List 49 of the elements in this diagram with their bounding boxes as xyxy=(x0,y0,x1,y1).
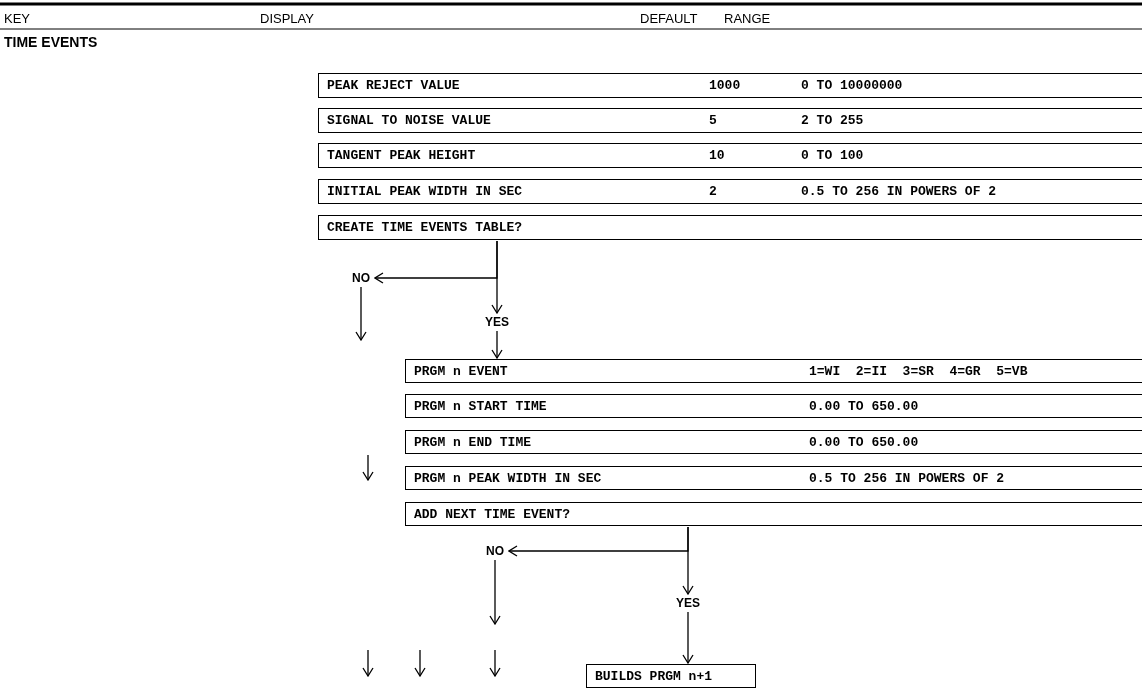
default-value: 1000 xyxy=(709,78,741,93)
arrow xyxy=(489,559,501,625)
prompt-text: BUILDS PRGM n+1 xyxy=(595,669,713,684)
prompt-text: CREATE TIME EVENTS TABLE? xyxy=(327,220,523,235)
display-row-box xyxy=(405,359,1142,383)
range-value: 2 TO 255 xyxy=(801,113,864,128)
display-row-box xyxy=(405,394,1142,418)
prompt-text: INITIAL PEAK WIDTH IN SEC xyxy=(327,184,523,199)
display-row-box xyxy=(405,430,1142,454)
section-heading: TIME EVENTS xyxy=(4,34,98,50)
display-row-box xyxy=(405,502,1142,526)
prompt-text: SIGNAL TO NOISE VALUE xyxy=(327,113,491,128)
prompt-text: PEAK REJECT VALUE xyxy=(327,78,460,93)
prompt-text: TANGENT PEAK HEIGHT xyxy=(327,148,476,163)
branch-label: YES xyxy=(675,595,701,611)
branch-label: NO xyxy=(482,543,508,559)
display-row-box xyxy=(318,179,1142,204)
prompt-text: PRGM n START TIME xyxy=(414,399,547,414)
range-value: 0.5 TO 256 IN POWERS OF 2 xyxy=(801,184,997,199)
arrow xyxy=(355,286,367,341)
default-value: 10 xyxy=(709,148,725,163)
prompt-text: PRGM n PEAK WIDTH IN SEC xyxy=(414,471,602,486)
range-value: 0.00 TO 650.00 xyxy=(809,399,919,414)
display-row-box xyxy=(318,143,1142,168)
prompt-text: PRGM n END TIME xyxy=(414,435,532,450)
arrow xyxy=(682,611,694,664)
range-value: 0 TO 10000000 xyxy=(801,78,903,93)
column-heading: DEFAULT xyxy=(640,11,698,26)
arrow xyxy=(491,240,503,314)
column-heading: KEY xyxy=(4,11,30,26)
range-value: 0.5 TO 256 IN POWERS OF 2 xyxy=(809,471,1005,486)
display-row-box xyxy=(318,108,1142,133)
default-value: 2 xyxy=(709,184,717,199)
range-value: 0 TO 100 xyxy=(801,148,864,163)
display-row-box xyxy=(586,664,756,688)
display-row-box xyxy=(405,466,1142,490)
display-row-box xyxy=(318,73,1142,98)
prompt-text: PRGM n EVENT xyxy=(414,364,508,379)
prompt-text: ADD NEXT TIME EVENT? xyxy=(414,507,571,522)
column-heading: RANGE xyxy=(724,11,771,26)
arrow xyxy=(682,526,694,595)
branch-label: YES xyxy=(484,314,510,330)
display-row-box xyxy=(318,215,1142,240)
column-heading: DISPLAY xyxy=(260,11,314,26)
branch-label: NO xyxy=(348,270,374,286)
range-value: 0.00 TO 650.00 xyxy=(809,435,919,450)
default-value: 5 xyxy=(709,113,717,128)
arrow xyxy=(491,330,503,359)
range-value: 1=WI 2=II 3=SR 4=GR 5=VB xyxy=(809,364,1028,379)
